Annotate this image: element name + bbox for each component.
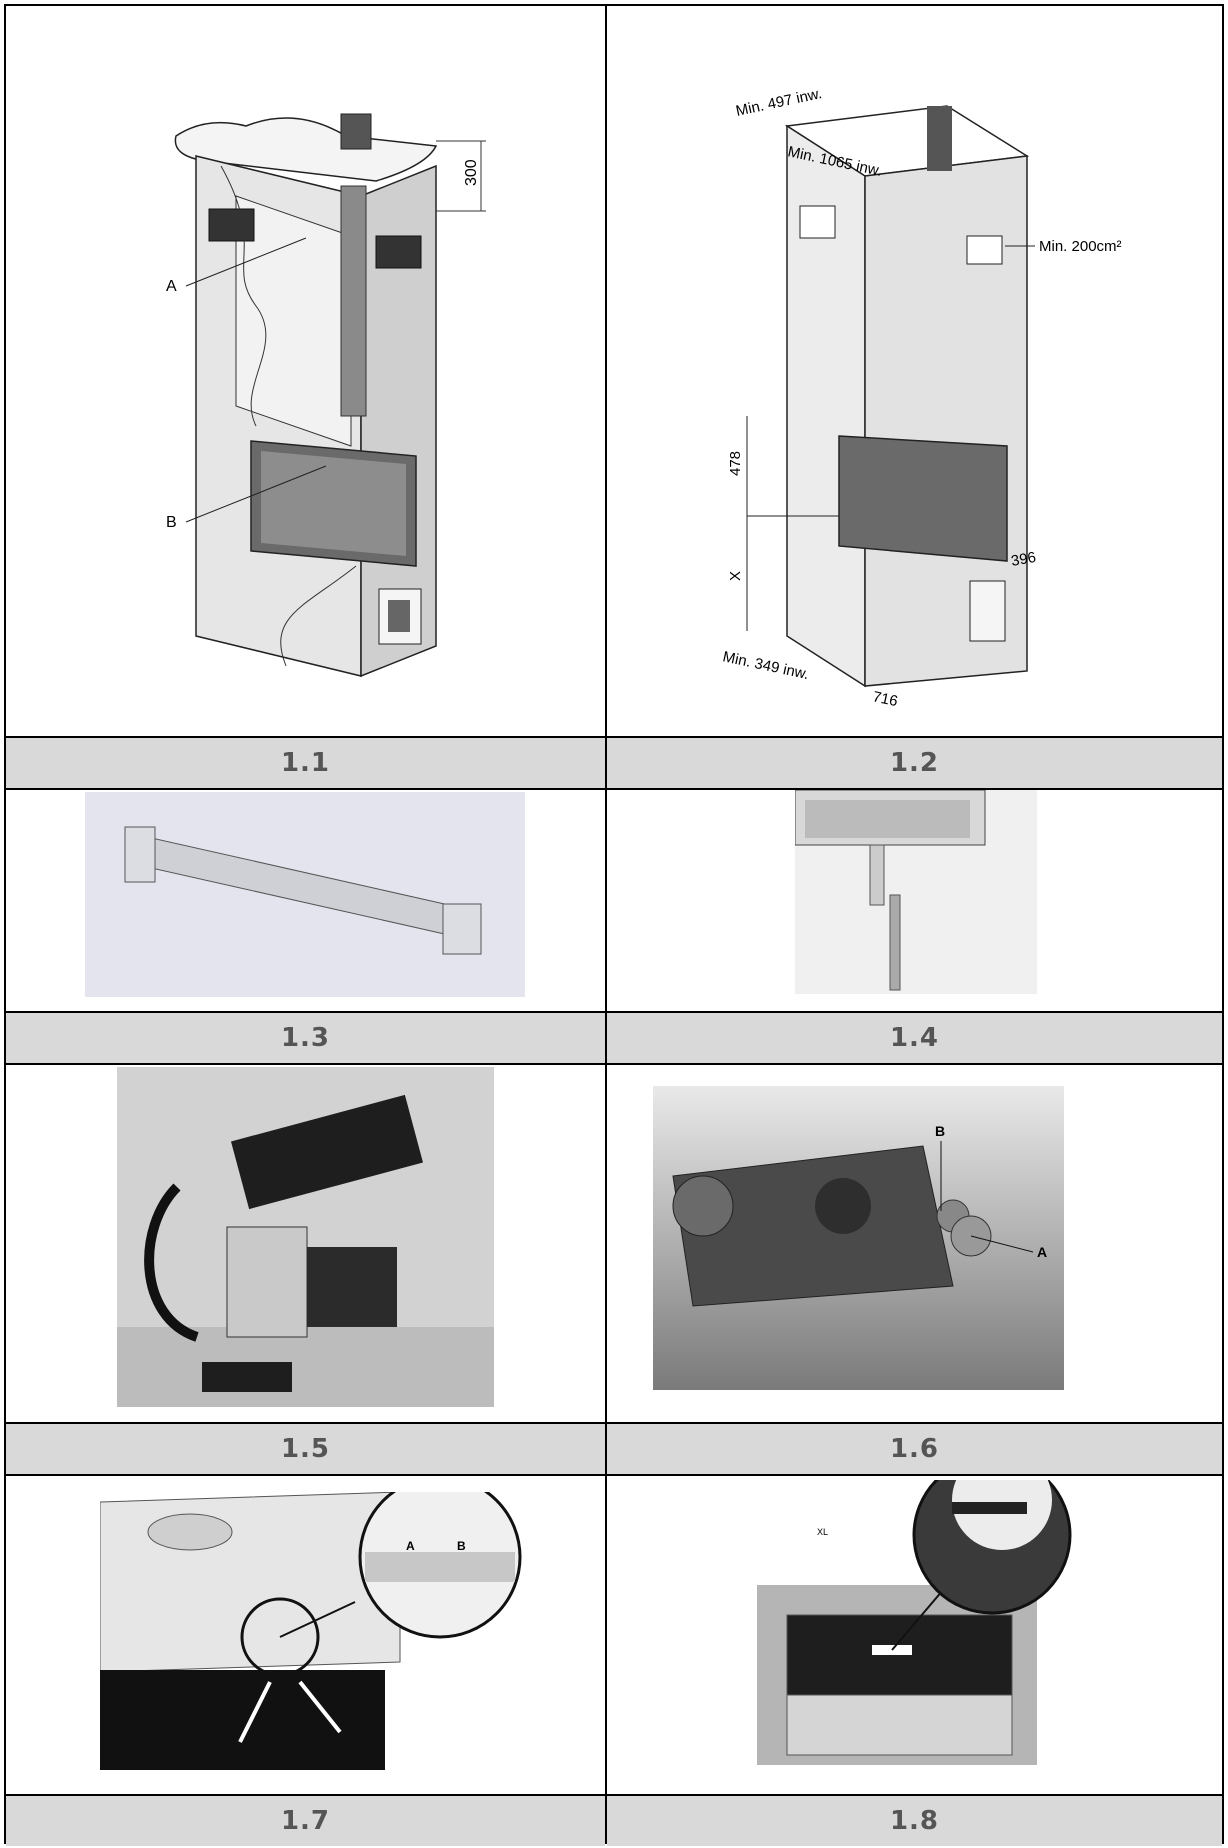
min-349-label: Min. 349 inw. [721, 648, 810, 683]
figure-1-1-fireplace-cutaway: 300 A B [166, 113, 486, 678]
figure-caption: 1.8 [607, 1796, 1222, 1846]
figure-caption: 1.1 [6, 738, 605, 788]
figure-1-5-gas-valve-photo [117, 1067, 494, 1407]
row-divider [4, 1063, 1224, 1065]
height-x-label: X [727, 571, 744, 581]
row-divider [4, 788, 1224, 790]
callout-b: B [457, 1539, 466, 1553]
callout-a: A [166, 278, 177, 295]
figure-caption: 1.6 [607, 1424, 1222, 1474]
figure-1-7-connection-detail: A B [100, 1492, 522, 1770]
size-label: XL [817, 1527, 828, 1537]
figure-caption: 1.3 [6, 1013, 605, 1063]
row-divider [4, 736, 1224, 738]
figure-1-8-top-plate-detail: XL [757, 1480, 1072, 1765]
callout-b: B [935, 1123, 945, 1139]
callout-a: A [406, 1539, 415, 1553]
width-716-label: 716 [871, 688, 899, 710]
figure-1-4-adjustable-leg [795, 790, 1037, 994]
figure-1-3-mounting-bracket [85, 792, 525, 997]
row-divider [4, 1794, 1224, 1796]
row-divider [4, 1474, 1224, 1476]
depth-label: Min. 497 inw. [734, 85, 823, 120]
row-divider [4, 1011, 1224, 1013]
figure-1-6-valve-render: B A [653, 1086, 1064, 1390]
figure-1-2-enclosure-dimensions: Min. 200cm² Min. 497 inw. Min. 1065 inw.… [721, 85, 1122, 710]
callout-a: A [1037, 1244, 1047, 1260]
column-divider [605, 4, 607, 1844]
figure-caption: 1.2 [607, 738, 1222, 788]
width-396-label: 396 [1010, 549, 1038, 570]
height-478-label: 478 [727, 451, 744, 476]
vent-label: Min. 200cm² [1039, 238, 1122, 255]
dimension-label: 300 [463, 159, 480, 186]
figure-caption: 1.5 [6, 1424, 605, 1474]
figure-caption: 1.7 [6, 1796, 605, 1846]
row-divider [4, 1422, 1224, 1424]
callout-b: B [166, 514, 177, 531]
figure-caption: 1.4 [607, 1013, 1222, 1063]
